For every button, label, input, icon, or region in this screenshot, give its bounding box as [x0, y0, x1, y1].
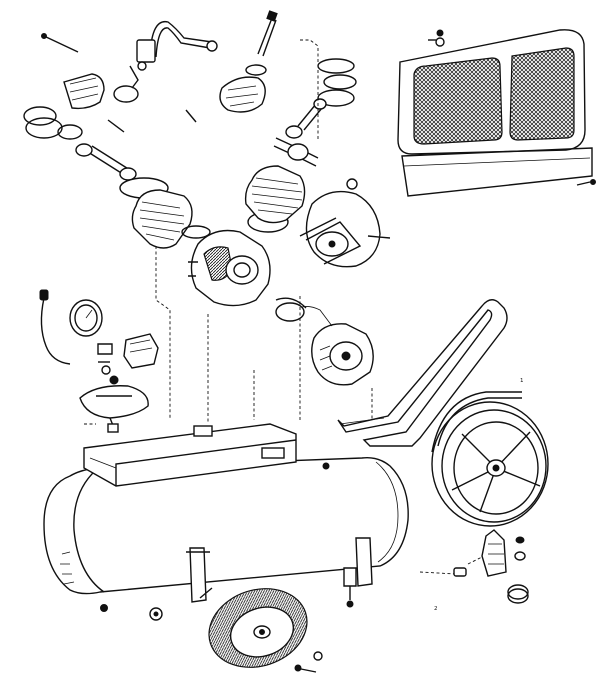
- handle: [337, 299, 508, 447]
- pressure-gauge: [69, 299, 103, 337]
- electric-motor: [311, 323, 374, 386]
- tank-feet: [186, 537, 373, 603]
- check-valve-manifold: [79, 375, 149, 433]
- connecting-rod-right: [285, 98, 327, 139]
- dipstick: [257, 10, 278, 57]
- cylinder-right: [244, 165, 306, 224]
- belt-guard: [397, 29, 593, 197]
- cylinder-left: [131, 189, 211, 249]
- motor-flywheel: [299, 178, 391, 268]
- nut-icon: [435, 37, 445, 47]
- belt: [275, 297, 333, 327]
- connecting-rod-left: [75, 143, 137, 181]
- power-cord: [39, 289, 71, 365]
- crankcase: [188, 229, 271, 307]
- screw-icon: [436, 29, 444, 37]
- callout-caster: 2: [434, 606, 438, 612]
- cylinder-head: [63, 65, 139, 110]
- wheel-bolt: [294, 651, 323, 673]
- crankshaft: [273, 137, 319, 167]
- axle-hub-right: [453, 529, 529, 604]
- callout-numbers: 1 2: [434, 378, 524, 612]
- pressure-switch: [123, 333, 159, 369]
- small-wheel: [199, 587, 308, 668]
- guard-fasteners: [428, 29, 596, 186]
- tank-bolts: [100, 462, 330, 621]
- large-wheel: [431, 391, 549, 527]
- discharge-tube: [136, 20, 218, 71]
- crankcase-bolts: [41, 33, 197, 133]
- air-tank: [43, 423, 409, 595]
- valve-plate: [219, 64, 267, 113]
- regulator-fittings: [97, 343, 113, 375]
- callout-tank: 1: [520, 378, 524, 384]
- drain-valve: [343, 567, 357, 608]
